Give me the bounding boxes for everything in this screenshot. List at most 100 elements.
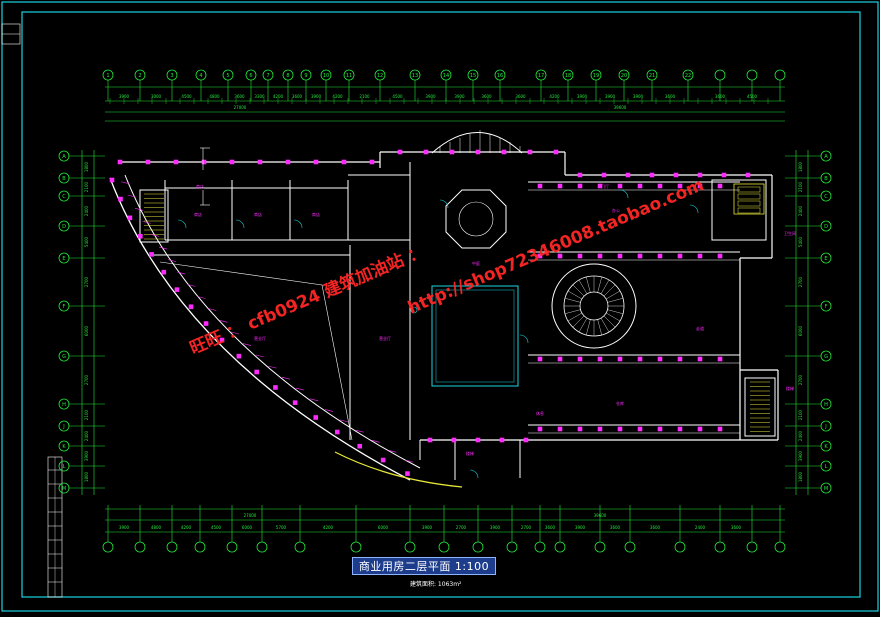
column-marker xyxy=(657,253,663,259)
door-swing xyxy=(469,469,479,479)
axis-label-top: 10 xyxy=(323,73,329,79)
axis-label-right: K xyxy=(824,444,828,450)
facade-dim-tick xyxy=(339,419,349,423)
wc-fixture xyxy=(737,193,761,200)
inner-frame xyxy=(21,11,861,598)
column-marker xyxy=(637,426,643,432)
column-marker xyxy=(745,172,751,178)
door-swing xyxy=(235,219,245,229)
wc-fixture xyxy=(737,207,761,214)
room-label: 营业厅 xyxy=(379,335,391,341)
dim-text-top: 4200 xyxy=(549,94,560,99)
room-label: 商店 xyxy=(194,211,202,217)
spiral-stair-tread xyxy=(600,318,610,333)
axis-bubble-top xyxy=(714,69,726,81)
dim-text-top: 4200 xyxy=(273,94,284,99)
wc-fixture xyxy=(737,186,761,193)
dim-text-right: 6000 xyxy=(798,325,803,336)
axis-bubble-top xyxy=(746,69,758,81)
axis-label-right: M xyxy=(824,486,828,492)
column-marker xyxy=(369,159,375,165)
service-block xyxy=(711,179,767,241)
dim-text-left: 6000 xyxy=(84,325,89,336)
dim-text-right: 2400 xyxy=(798,205,803,216)
facade-dim-tick xyxy=(167,259,177,262)
column-marker xyxy=(717,356,723,362)
column-marker xyxy=(597,253,603,259)
column-marker xyxy=(537,356,543,362)
dim-text-left: 2100 xyxy=(84,409,89,420)
dim-text-bottom: 4200 xyxy=(323,525,334,530)
facade-dim-tick xyxy=(268,365,277,369)
column-marker xyxy=(717,183,723,189)
column-marker xyxy=(499,437,505,443)
dim-text-left: 5400 xyxy=(84,236,89,247)
column-marker xyxy=(501,149,507,155)
axis-label-left: J xyxy=(62,424,64,430)
dim-text-top: 3900 xyxy=(311,94,322,99)
facade-dim-tick xyxy=(388,450,397,453)
spiral-stair-tread xyxy=(586,319,591,336)
column-marker xyxy=(657,183,663,189)
column-marker xyxy=(173,159,179,165)
spiral-stair-tread xyxy=(572,284,585,297)
column-marker xyxy=(397,149,403,155)
room-label: 门厅 xyxy=(601,183,609,189)
spiral-stair-tread xyxy=(578,318,588,333)
dim-text-bottom: 3900 xyxy=(490,525,501,530)
axis-bubble-bottom xyxy=(554,541,566,553)
spiral-stair-tread xyxy=(578,279,588,294)
axis-label-top: 11 xyxy=(346,73,352,79)
axis-label-right: J xyxy=(824,424,826,430)
column-marker xyxy=(285,159,291,165)
column-marker xyxy=(649,172,655,178)
dim-text-top: 3600 xyxy=(234,94,245,99)
column-marker xyxy=(229,159,235,165)
column-marker xyxy=(254,369,259,375)
spiral-stair-tread xyxy=(567,312,582,322)
dim-text-left: 2400 xyxy=(84,430,89,441)
facade-dim-tick xyxy=(150,233,159,237)
room-label: 休息 xyxy=(536,410,544,416)
facade-dim-tick xyxy=(281,376,291,380)
axis-bubble-bottom xyxy=(674,541,686,553)
dim-text-top: 3900 xyxy=(633,94,644,99)
axis-bubble-bottom xyxy=(294,541,306,553)
dim-text-bottom: 6000 xyxy=(378,525,389,530)
axis-label-left: D xyxy=(62,224,66,230)
dim-text-top: 3900 xyxy=(119,94,130,99)
column-marker xyxy=(577,426,583,432)
column-marker xyxy=(273,385,278,390)
column-marker xyxy=(697,172,703,178)
axis-label-left: A xyxy=(62,154,66,160)
column-marker xyxy=(617,356,623,362)
axis-bubble-bottom xyxy=(102,541,114,553)
axis-label-left: E xyxy=(62,256,65,262)
column-marker xyxy=(557,183,563,189)
dim-text-right: 2700 xyxy=(798,374,803,385)
dim-text-bottom: 2400 xyxy=(695,525,706,530)
dim-text-top: 2100 xyxy=(359,94,370,99)
axis-label-top: 8 xyxy=(286,73,289,79)
axis-bubble-bottom xyxy=(472,541,484,553)
column-marker xyxy=(405,471,410,476)
column-marker xyxy=(577,172,583,178)
column-marker xyxy=(717,253,723,259)
dim-text-top: 3600 xyxy=(481,94,492,99)
dim-text-bottom: 3900 xyxy=(119,525,130,530)
spiral-stair-tread xyxy=(607,298,624,303)
dim-text-bottom: 5700 xyxy=(276,525,287,530)
dim-text-bottom: 3900 xyxy=(422,525,433,530)
column-marker xyxy=(292,400,298,405)
octagon-kiosk xyxy=(445,189,507,249)
area-note: 建筑面积: 1063m² xyxy=(410,581,462,588)
axis-label-left: L xyxy=(63,464,66,470)
axis-label-top: 22 xyxy=(685,73,691,79)
axis-bubble-bottom xyxy=(438,541,450,553)
dim-text-right: 3900 xyxy=(798,450,803,461)
dim-text-bottom: 4500 xyxy=(211,525,222,530)
axis-label-right: C xyxy=(824,194,828,200)
column-marker xyxy=(174,287,180,292)
north-marker xyxy=(410,306,418,314)
